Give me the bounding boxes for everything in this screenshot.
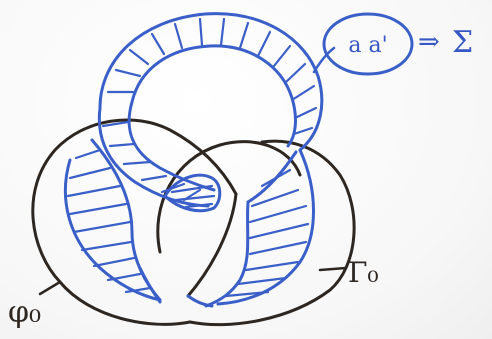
top-band-inner: [132, 46, 295, 146]
phi-label: φ₀: [8, 295, 41, 330]
phi-pointer-line: [40, 282, 60, 294]
left-band-inner: [129, 102, 214, 190]
bottom-dark-arc: [60, 282, 190, 324]
dark-curves: [33, 120, 354, 325]
top-band-outer: [100, 14, 322, 150]
gamma-pointer-line: [320, 268, 346, 270]
left-lobe-hatching: [68, 150, 150, 292]
annotation-bubble: a a': [324, 14, 412, 74]
right-lobe-inner: [206, 202, 248, 306]
gamma-label: Γ₀: [348, 256, 379, 289]
blue-surface: [65, 14, 334, 306]
implication-arrow: ⇒: [418, 27, 440, 57]
bubble-text: a a': [348, 33, 387, 58]
lower-right-wedge: [188, 296, 212, 306]
sigma-label: Σ: [452, 25, 473, 60]
